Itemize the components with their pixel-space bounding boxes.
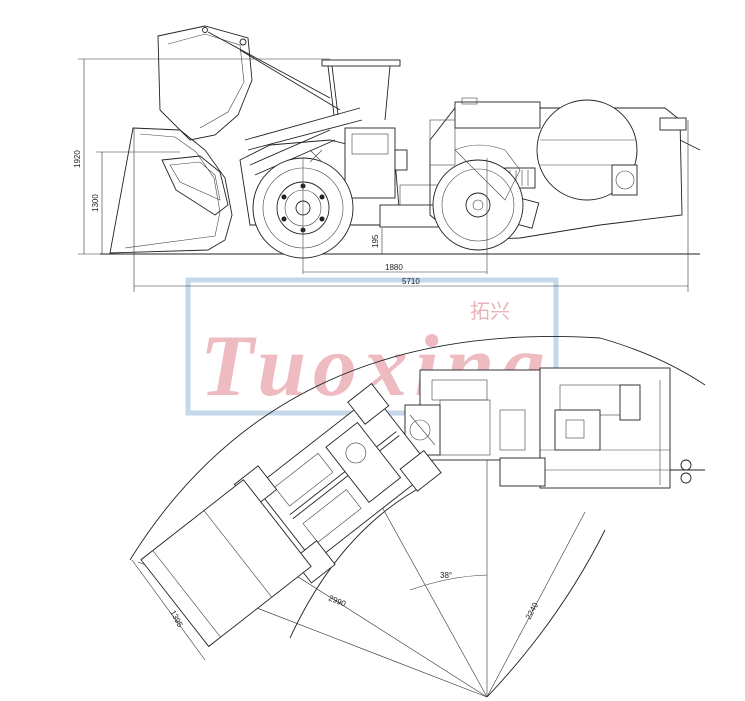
top-view: 1395 2990 38° 2240 [129,336,706,698]
side-canopy [321,59,401,121]
top-rear-body [419,367,705,489]
side-view: 1920 1300 195 1880 5710 [73,25,701,292]
side-dim-ground-clearance: 195 [371,228,383,254]
side-dim-height-lower: 1300 [91,151,180,254]
dim-articulation-reach: 2990 [327,594,347,609]
top-bucket [140,479,312,648]
dim-height-total: 1920 [73,150,82,168]
top-dim-turn-angle: 38° [409,571,488,591]
dim-ground-clearance: 195 [371,234,380,248]
top-articulation [404,404,441,456]
dim-height-lower: 1300 [91,194,100,212]
side-dim-overall-length: 5710 [133,120,689,292]
side-bucket [109,127,233,254]
inner-turn-arc [289,484,426,639]
top-front-frame [233,383,442,584]
outer-turn-arc [129,336,706,561]
side-front-chassis [239,127,408,226]
dim-turn-radius: 2240 [524,601,541,621]
top-dim-turn-radius: 2240 [524,601,541,621]
side-boom [157,25,363,176]
dim-overall-length: 5710 [402,277,420,286]
side-dim-wheelbase: 1880 [303,263,487,273]
inner-turn-arc-right [486,529,606,698]
top-dim-reach: 2990 [327,594,347,609]
dim-turn-angle: 38° [440,571,452,580]
side-rear-body [429,97,701,241]
side-rear-wheel [432,144,524,251]
dim-wheelbase: 1880 [385,263,403,272]
side-dim-height-total: 1920 [73,58,330,255]
watermark-brand-cn: 拓兴 [470,299,510,323]
